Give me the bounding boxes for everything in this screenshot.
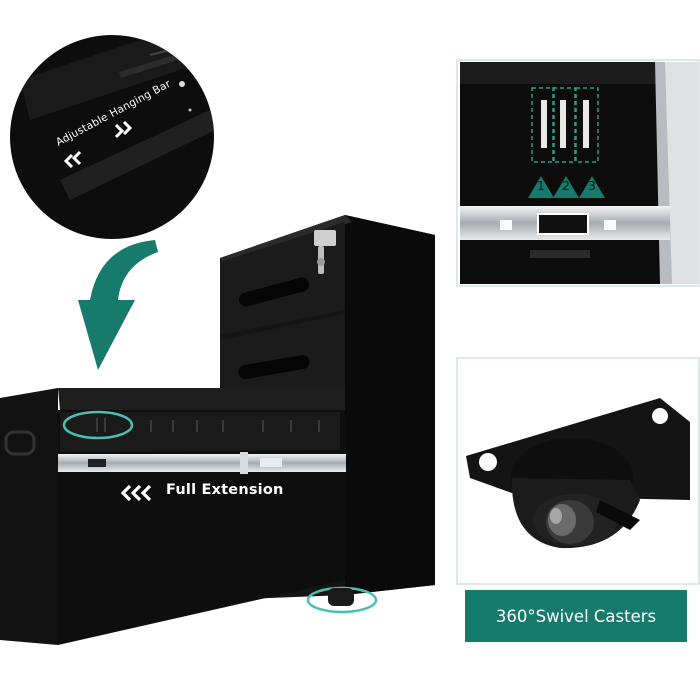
hanging-bar-detail-inset <box>456 59 700 287</box>
hanging-bar-zoom <box>10 35 214 239</box>
double-chevron-left-icon <box>63 150 82 169</box>
hanging-bar-highlight <box>62 410 134 440</box>
lock-icon <box>314 230 336 274</box>
double-chevron-right-icon <box>114 120 133 139</box>
slot-number-3: 3 <box>588 178 596 193</box>
casters-badge: 360°Swivel Casters <box>465 590 687 642</box>
casters-label: 360°Swivel Casters <box>495 606 657 626</box>
slot-number-2: 2 <box>562 178 570 193</box>
slide-rail <box>58 452 346 474</box>
caster-detail-inset <box>456 357 700 585</box>
triple-chevron-left-icon <box>120 484 152 502</box>
open-drawer <box>0 388 378 645</box>
curved-down-arrow-icon <box>78 240 158 370</box>
full-extension-label: Full Extension <box>166 482 284 498</box>
slot-number-1: 1 <box>537 178 545 193</box>
